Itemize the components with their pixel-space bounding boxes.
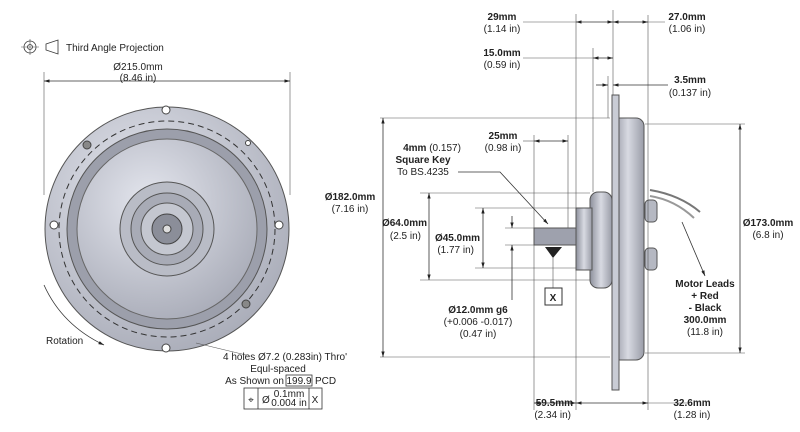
- projection-label: Third Angle Projection: [66, 43, 164, 54]
- mounting-hole: [161, 105, 171, 115]
- dim-15-in: (0.59 in): [484, 60, 521, 71]
- dim-27-in: (1.06 in): [669, 24, 706, 35]
- dim-12-mm: Ø12.0mm g6: [448, 305, 508, 316]
- leads-line3: - Black: [689, 303, 722, 314]
- leads-length-mm: 300.0mm: [684, 315, 727, 326]
- leads-length-in: (11.8 in): [687, 327, 723, 338]
- dim-64-in: (2.5 in): [390, 231, 421, 242]
- holes-note-prefix: As Shown on: [225, 376, 284, 387]
- key-line2: Square Key: [395, 155, 450, 166]
- tolerance-frame: ⌖ Ø 0.1mm 0.004 in X: [243, 387, 323, 410]
- dim-29-in: (1.14 in): [484, 24, 521, 35]
- diameter-symbol: Ø: [262, 395, 270, 406]
- dim-64-mm: Ø64.0mm: [382, 218, 427, 229]
- front-view: [43, 72, 291, 356]
- mounting-hole: [161, 343, 171, 353]
- key-line1: 4mm (0.157): [403, 143, 461, 154]
- dim-25-in: (0.98 in): [485, 143, 522, 154]
- dim-3-5-mm: 3.5mm: [674, 75, 706, 86]
- front-diameter-in: (8.46 in): [120, 73, 157, 84]
- key-line3: To BS.4235: [397, 167, 449, 178]
- dim-32-6-mm: 32.6mm: [673, 398, 710, 409]
- dim-27-mm: 27.0mm: [668, 12, 705, 23]
- dim-12-tolerance: (+0.006 -0.017): [444, 317, 513, 328]
- pcd-value: 199.9: [286, 376, 311, 387]
- dim-15-mm: 15.0mm: [483, 48, 520, 59]
- dim-59-5-mm: 59.5mm: [536, 398, 573, 409]
- dim-25-mm: 25mm: [489, 131, 518, 142]
- dim-59-5-in: (2.34 in): [534, 410, 571, 421]
- holes-note-suffix: PCD: [315, 376, 336, 387]
- dim-32-6-in: (1.28 in): [674, 410, 711, 421]
- dim-182-in: (7.16 in): [332, 204, 369, 215]
- datum-x-label: X: [550, 293, 557, 304]
- dim-45-in: (1.77 in): [437, 245, 474, 256]
- leads-line2: + Red: [691, 291, 719, 302]
- rotation-label: Rotation: [46, 336, 83, 347]
- holes-note-line2: Equl-spaced: [250, 364, 306, 375]
- holes-note-line1: 4 holes Ø7.2 (0.283in) Thro': [223, 352, 347, 363]
- tolerance-datum: X: [312, 395, 319, 406]
- leads-line1: Motor Leads: [675, 279, 735, 290]
- tolerance-mm: 0.1mm: [274, 389, 305, 400]
- dim-173-in: (6.8 in): [752, 230, 783, 241]
- tolerance-in: 0.004 in: [271, 398, 307, 409]
- front-diameter-mm: Ø215.0mm: [113, 62, 162, 73]
- side-view: [380, 10, 745, 410]
- dim-173-mm: Ø173.0mm: [743, 218, 794, 229]
- dim-45-mm: Ø45.0mm: [435, 233, 480, 244]
- position-tolerance-icon: ⌖: [248, 395, 254, 406]
- dim-182-mm: Ø182.0mm: [325, 192, 376, 203]
- third-angle-projection-icon: [21, 39, 59, 55]
- mounting-hole: [49, 220, 59, 230]
- dim-3-5-in: (0.137 in): [669, 88, 711, 99]
- dim-12-in: (0.47 in): [460, 329, 497, 340]
- dim-29-mm: 29mm: [488, 12, 517, 23]
- mounting-hole: [274, 220, 284, 230]
